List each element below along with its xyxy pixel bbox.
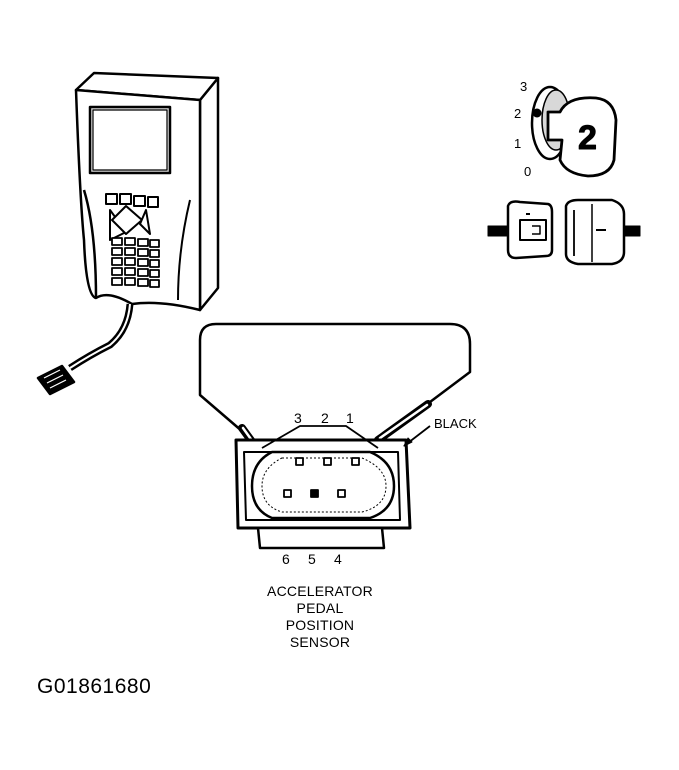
scan-tool	[36, 71, 220, 396]
pin-label-1: 1	[346, 410, 354, 426]
pin-label-5: 5	[308, 551, 316, 567]
pin-1	[351, 457, 360, 466]
key-pos-1: 1	[514, 136, 521, 151]
pin-label-2: 2	[321, 410, 329, 426]
key-pos-3: 3	[520, 79, 527, 94]
pin-labels: 3 2 1 6 5 4 BLACK	[282, 410, 477, 567]
figure-id: G01861680	[37, 675, 152, 698]
caption-line-3: POSITION	[285, 617, 355, 633]
probe-harness	[198, 322, 472, 439]
pin-6	[283, 489, 292, 498]
pin-label-4: 4	[334, 551, 342, 567]
caption-line-2: PEDAL	[296, 600, 344, 616]
scan-tool-keypad	[111, 237, 160, 288]
caption-line-4: SENSOR	[289, 634, 351, 650]
sensor-connector	[234, 425, 431, 550]
pin-3	[295, 457, 304, 466]
connector-pair-icon	[487, 198, 641, 266]
sensor-caption: ACCELERATOR PEDAL POSITION SENSOR	[200, 583, 440, 651]
key-pos-0: 0	[524, 164, 531, 179]
caption-line-1: ACCELERATOR	[267, 583, 373, 599]
key-position-labels: 3 2 1 0	[514, 79, 531, 179]
pin-5	[310, 489, 319, 498]
key-pos-2: 2	[514, 106, 521, 121]
scan-tool-cable	[68, 303, 134, 371]
wire-color-label: BLACK	[434, 416, 477, 431]
scan-tool-plug	[36, 364, 76, 396]
pin-label-3: 3	[294, 410, 302, 426]
ignition-key: 2	[530, 85, 618, 178]
pin-4	[337, 489, 346, 498]
pin-2	[323, 457, 332, 466]
pin-label-6: 6	[282, 551, 290, 567]
key-number: 2	[578, 119, 597, 157]
